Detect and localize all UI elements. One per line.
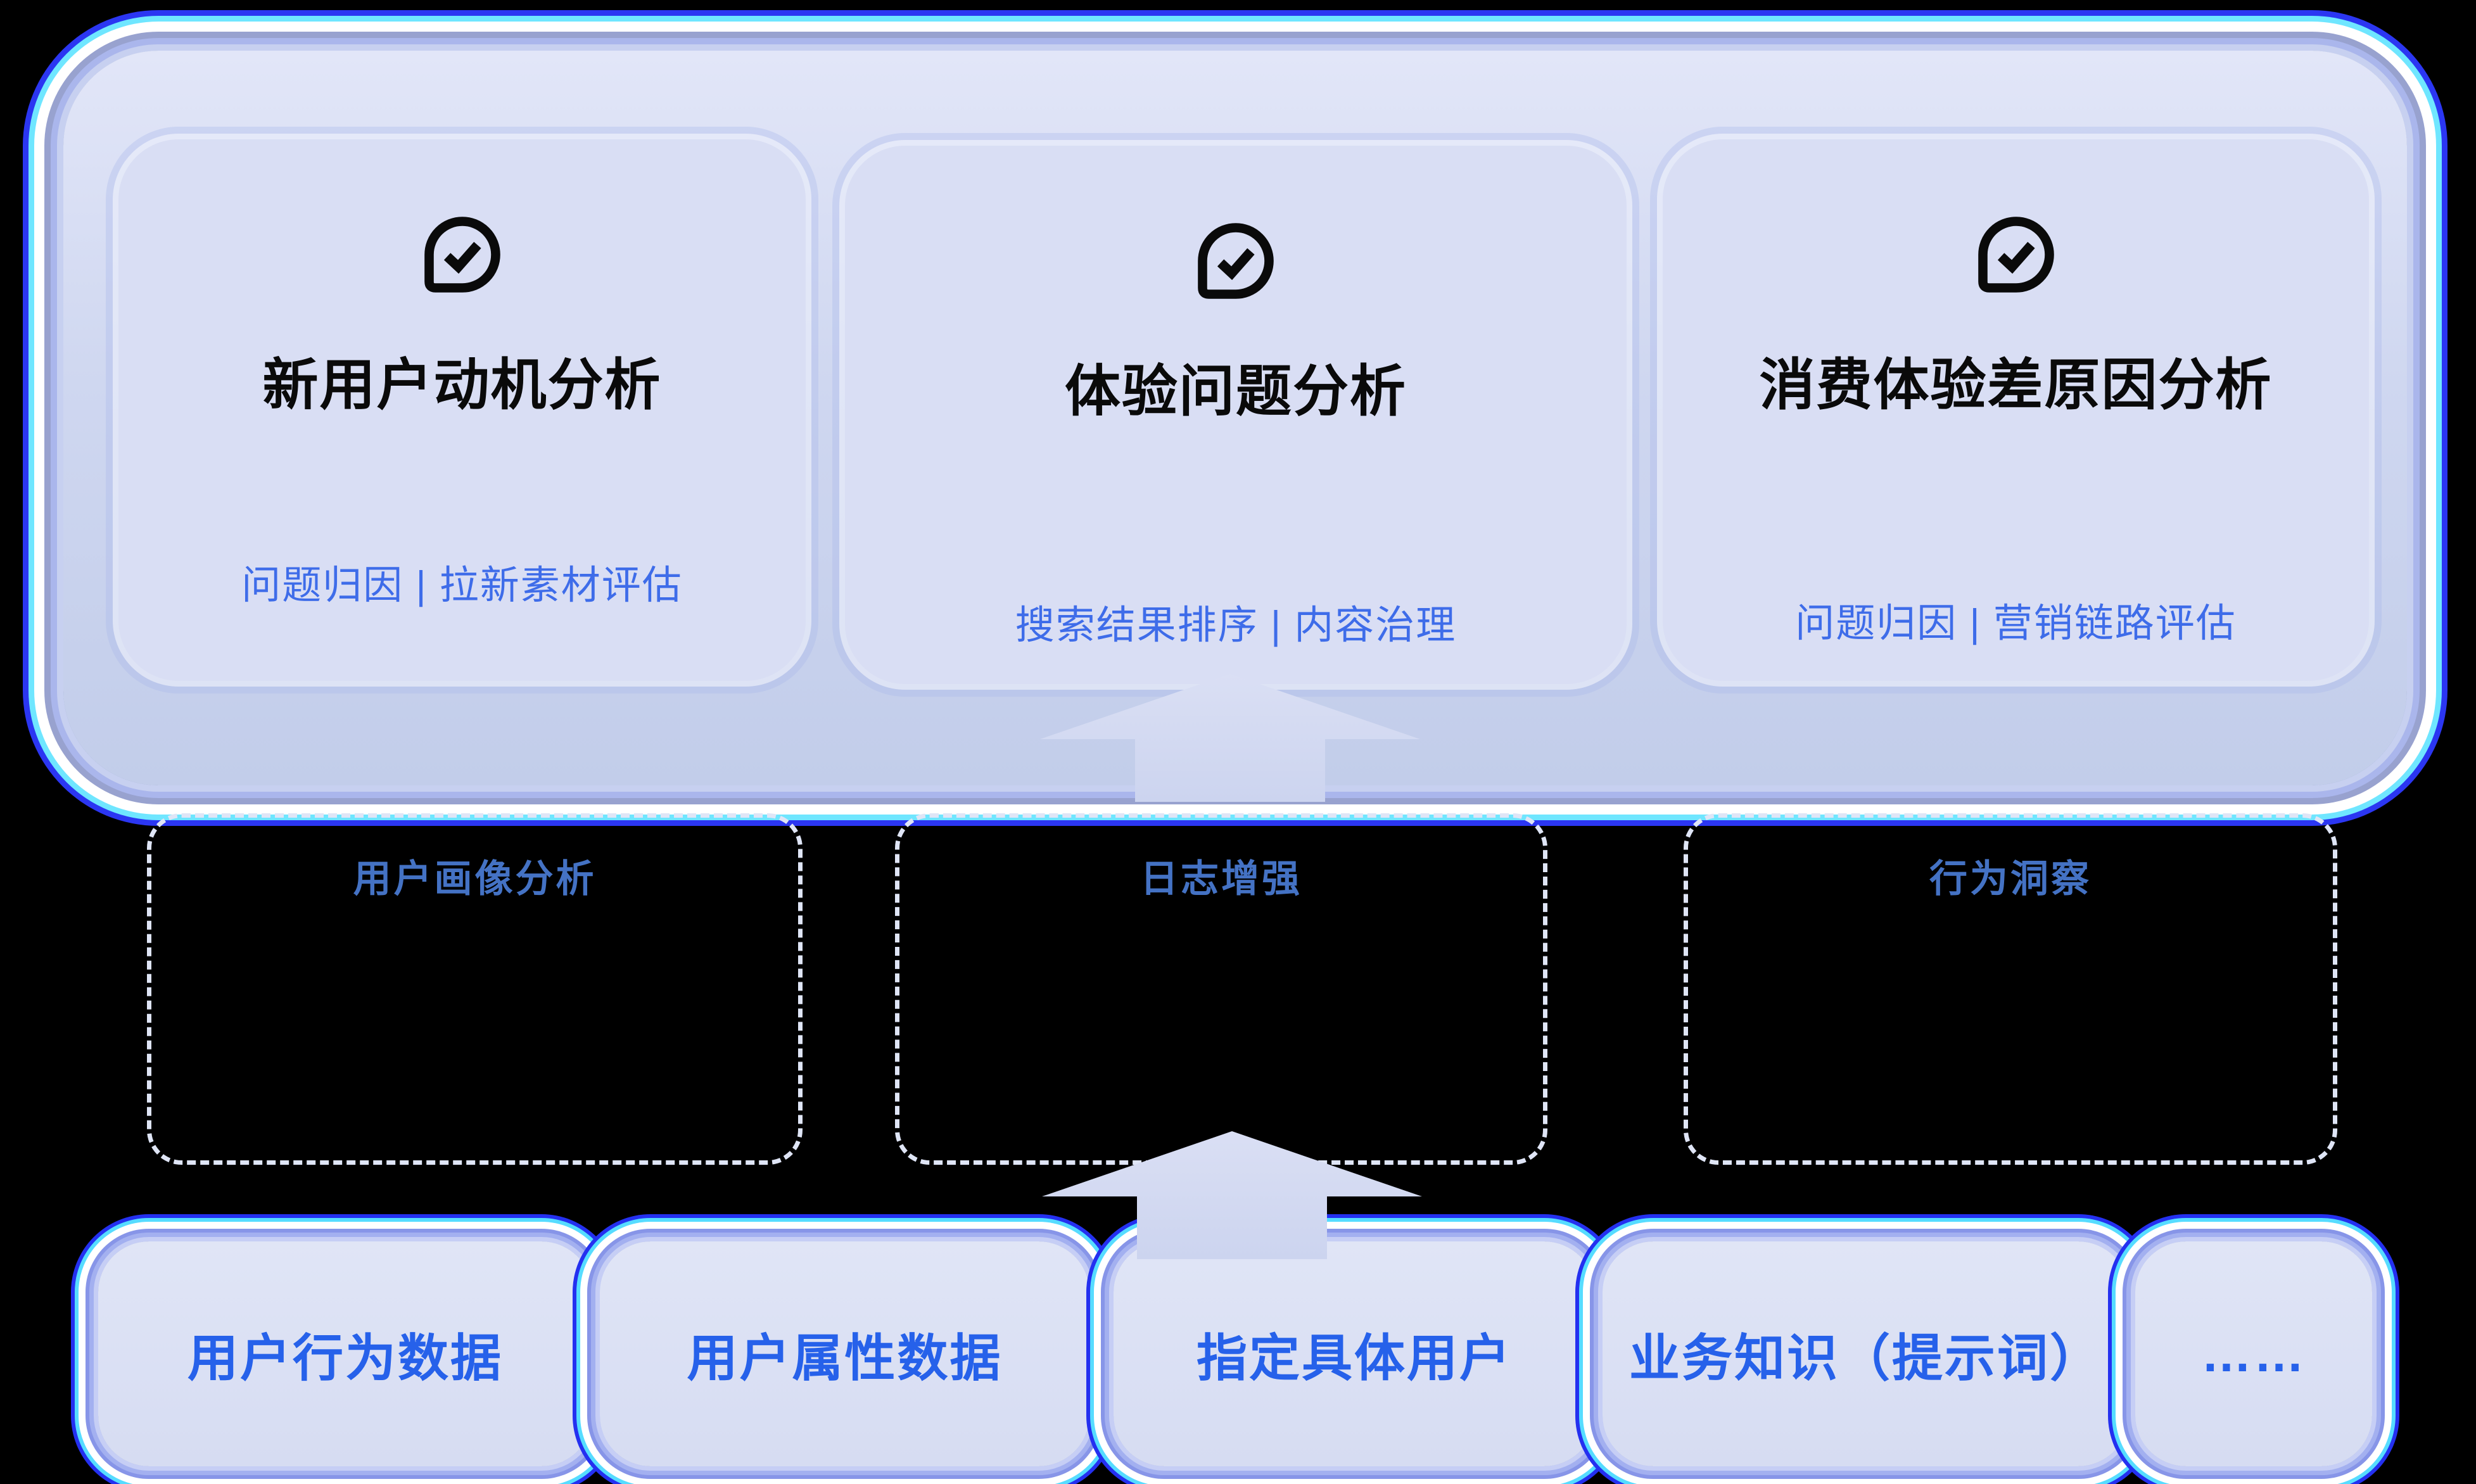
scenario-card-new-user-motivation: 新用户动机分析 问题归因 | 拉新素材评估 [118,139,806,681]
scenario-card-bad-consumption-experience: 消费体验差原因分析 问题归因 | 营销链路评估 [1663,139,2369,681]
capability-label: 用户画像分析 [353,858,597,900]
capability-box-log-enhancement: 日志增强 [895,813,1547,1165]
card-subtitle: 问题归因 | 营销链路评估 [1795,601,2237,645]
card-subtitle: 搜索结果排序 | 内容治理 [1015,603,1457,647]
input-label: 用户行为数据 [187,1329,503,1386]
input-box-user-attribute-data: 用户属性数据 [600,1241,1089,1466]
capability-label: 行为洞察 [1929,858,2092,900]
input-label: …… [2201,1325,2306,1382]
scenario-card-experience-issue: 体验问题分析 搜索结果排序 | 内容治理 [845,146,1627,684]
card-title: 消费体验差原因分析 [1759,353,2273,416]
input-label: 用户属性数据 [687,1329,1003,1386]
input-box-business-knowledge: 业务知识（提示词） [1603,1241,2129,1466]
capability-box-user-portrait: 用户画像分析 [147,813,803,1165]
card-subtitle: 问题归因 | 拉新素材评估 [241,563,683,607]
card-title: 体验问题分析 [1064,360,1407,422]
input-label: 指定具体用户 [1197,1329,1512,1386]
check-bubble-icon [1972,210,2060,299]
input-label: 业务知识（提示词） [1629,1329,2102,1386]
input-box-user-behavior-data: 用户行为数据 [98,1241,592,1466]
check-bubble-icon [418,210,507,299]
input-box-specified-user: 指定具体用户 [1114,1241,1595,1466]
card-title: 新用户动机分析 [262,353,662,416]
analysis-scenarios-panel: 新用户动机分析 问题归因 | 拉新素材评估 体验问题分析 搜索结果排序 | 内容… [63,51,2407,785]
check-bubble-icon [1191,217,1280,305]
capability-box-behavior-insight: 行为洞察 [1684,813,2337,1165]
capability-label: 日志增强 [1140,858,1302,900]
input-box-ellipsis: …… [2135,1241,2372,1466]
